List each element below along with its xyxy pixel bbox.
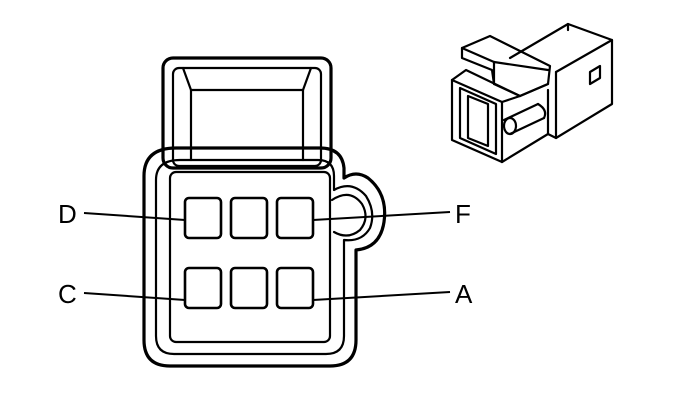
pin-label-a: A (455, 279, 473, 309)
cavity-d (183, 196, 223, 240)
cavity-frame (168, 170, 332, 344)
leader-f (312, 211, 451, 221)
leader-a (312, 291, 451, 301)
leader-d (83, 212, 186, 221)
connector-isometric-view (450, 22, 614, 164)
leader-lines (83, 211, 451, 301)
cavity-c (183, 266, 223, 310)
keying-notch (330, 193, 367, 237)
cavity-f (275, 196, 315, 240)
housing-outer (142, 146, 387, 368)
pin-label-d: D (58, 199, 77, 229)
locking-tab (161, 56, 333, 170)
cavity-e (229, 196, 269, 240)
pin-label-f: F (455, 199, 471, 229)
pin-labels: D F C A (58, 199, 473, 309)
cavity-a (275, 266, 315, 310)
cavity-b (229, 266, 269, 310)
housing-inner (154, 158, 374, 356)
connector-face (142, 56, 387, 368)
leader-c (83, 292, 186, 301)
pin-label-c: C (58, 279, 77, 309)
terminal-cavities (183, 196, 315, 310)
